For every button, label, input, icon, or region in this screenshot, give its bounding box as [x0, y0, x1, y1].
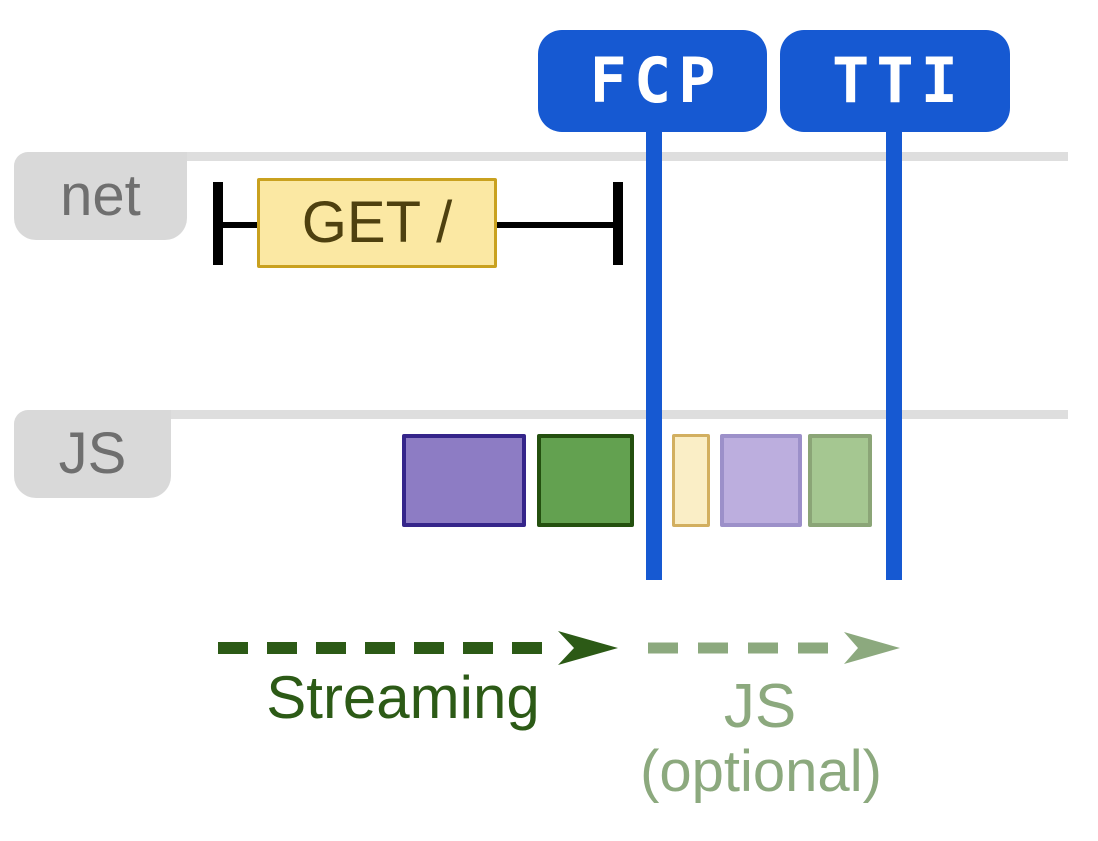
tti-badge-label: TTI	[832, 44, 965, 117]
js-lane-badge: JS	[14, 410, 171, 498]
js-optional-sublabel: (optional)	[640, 739, 882, 804]
js-lane-label: JS	[58, 421, 127, 486]
js-optional-arrow	[648, 632, 900, 664]
js-lane-track	[158, 410, 1068, 419]
js-optional-label: JS	[723, 672, 797, 741]
fcp-marker-line	[646, 122, 662, 580]
streaming-arrowhead-icon	[558, 631, 618, 665]
request-end-tick	[613, 182, 623, 265]
tti-badge: TTI	[780, 30, 1010, 132]
net-lane-label: net	[60, 163, 141, 228]
net-lane-track	[158, 152, 1068, 161]
get-request-box: GET /	[257, 178, 497, 268]
tti-marker-line	[886, 122, 902, 580]
js-task-light-green	[808, 434, 872, 527]
fcp-badge-label: FCP	[589, 44, 723, 117]
js-optional-arrowhead-icon	[844, 632, 900, 664]
get-request-label: GET /	[301, 190, 453, 255]
streaming-arrow	[218, 631, 618, 665]
js-task-green	[537, 434, 634, 527]
js-task-purple	[402, 434, 526, 527]
net-lane-badge: net	[14, 152, 187, 240]
streaming-label: Streaming	[266, 664, 540, 731]
js-task-light-purple	[720, 434, 802, 527]
js-task-pale-yellow	[672, 434, 710, 527]
request-start-tick	[213, 182, 223, 265]
fcp-badge: FCP	[538, 30, 767, 132]
